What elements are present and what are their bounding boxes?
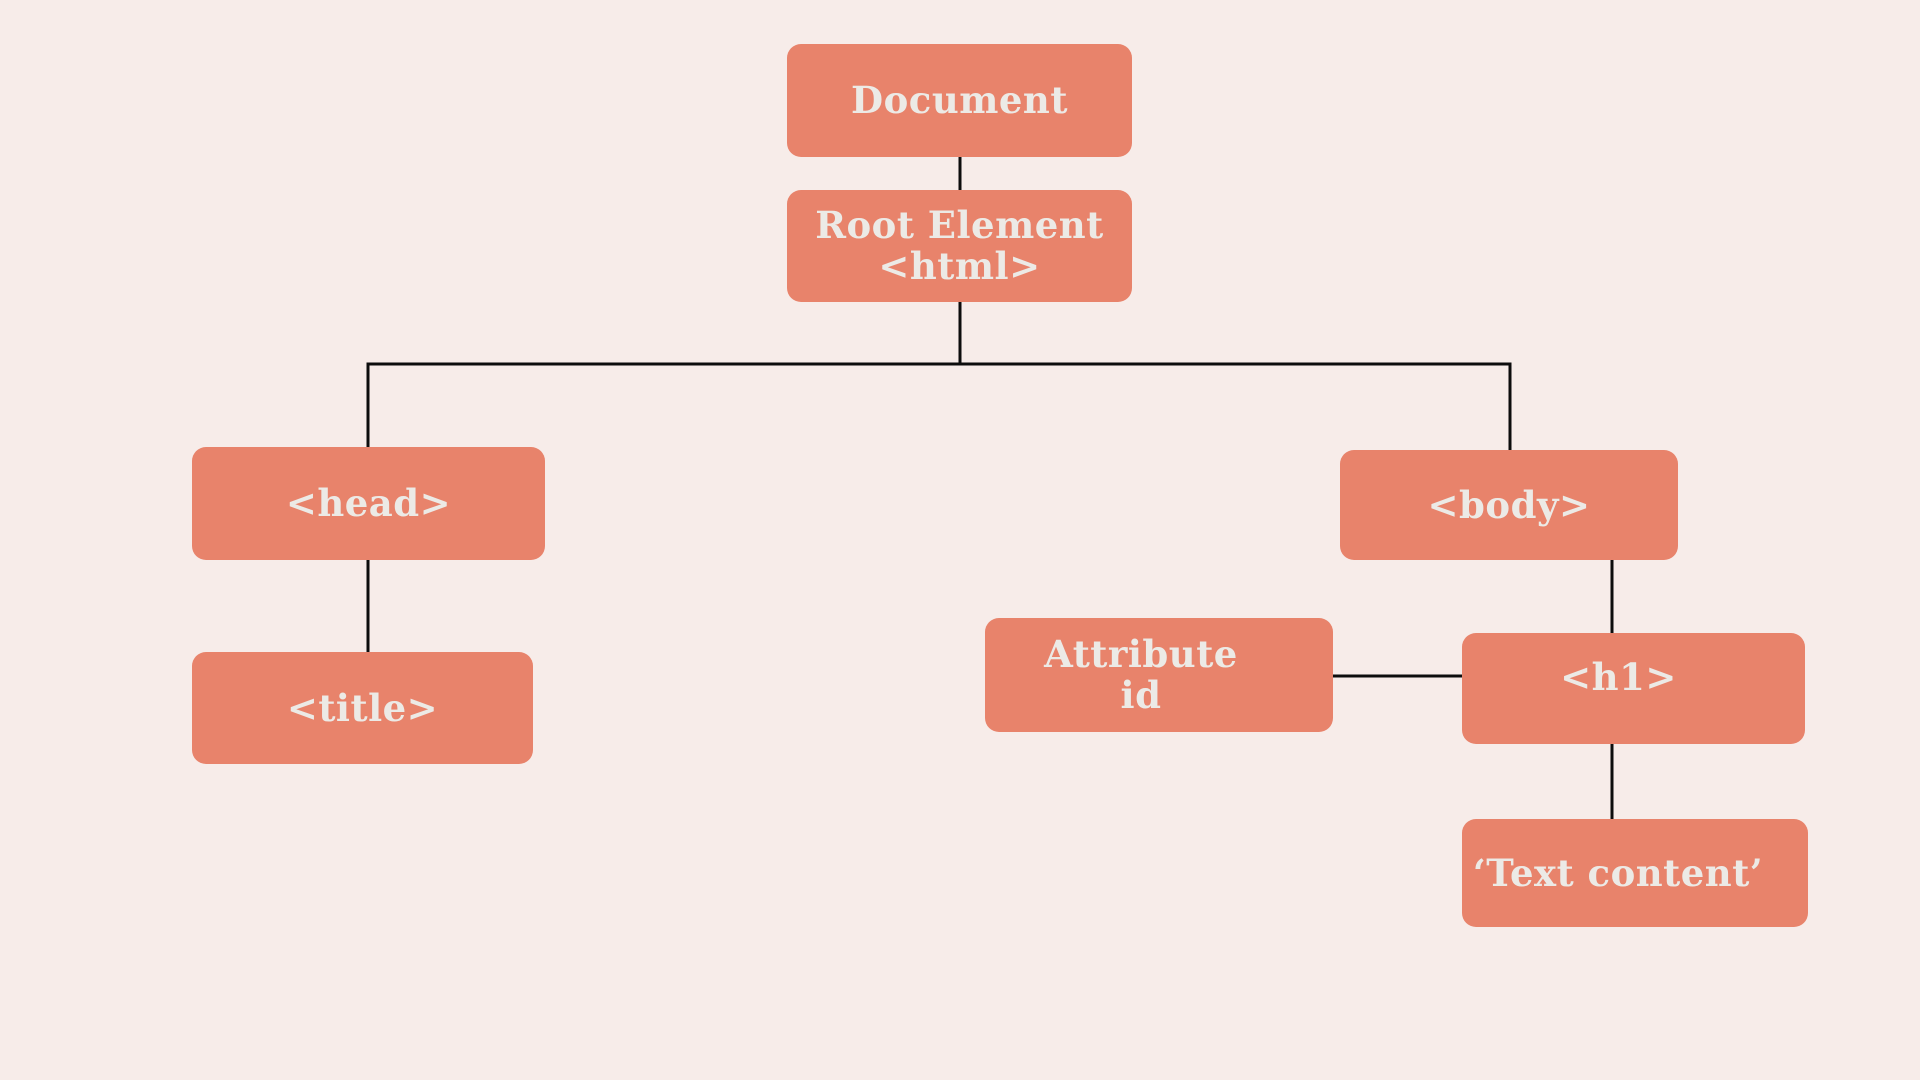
node-title-label: <title> [286, 685, 439, 730]
node-document-label: Document [851, 78, 1068, 123]
node-h1: <h1> [1462, 633, 1805, 744]
node-root-element-label-line1: Root Element [815, 203, 1104, 248]
node-text-content-label: ‘Text content’ [1472, 850, 1764, 895]
connector-branch-head-body [366, 362, 1512, 450]
node-body: <body> [1340, 450, 1678, 560]
node-root-element-label-line2: <html> [878, 244, 1041, 288]
node-text-content: ‘Text content’ [1462, 819, 1808, 927]
node-head: <head> [192, 447, 545, 560]
node-attribute-id: Attribute id [985, 618, 1333, 732]
node-document: Document [787, 44, 1132, 157]
node-head-label: <head> [285, 481, 452, 526]
node-attribute-id-label-line2: id [1120, 673, 1162, 717]
node-attribute-id-label-line1: Attribute [1044, 632, 1238, 677]
node-h1-label: <h1> [1560, 655, 1677, 700]
node-root-element: Root Element <html> [787, 190, 1132, 302]
node-body-label: <body> [1427, 482, 1591, 527]
node-title: <title> [192, 652, 533, 764]
